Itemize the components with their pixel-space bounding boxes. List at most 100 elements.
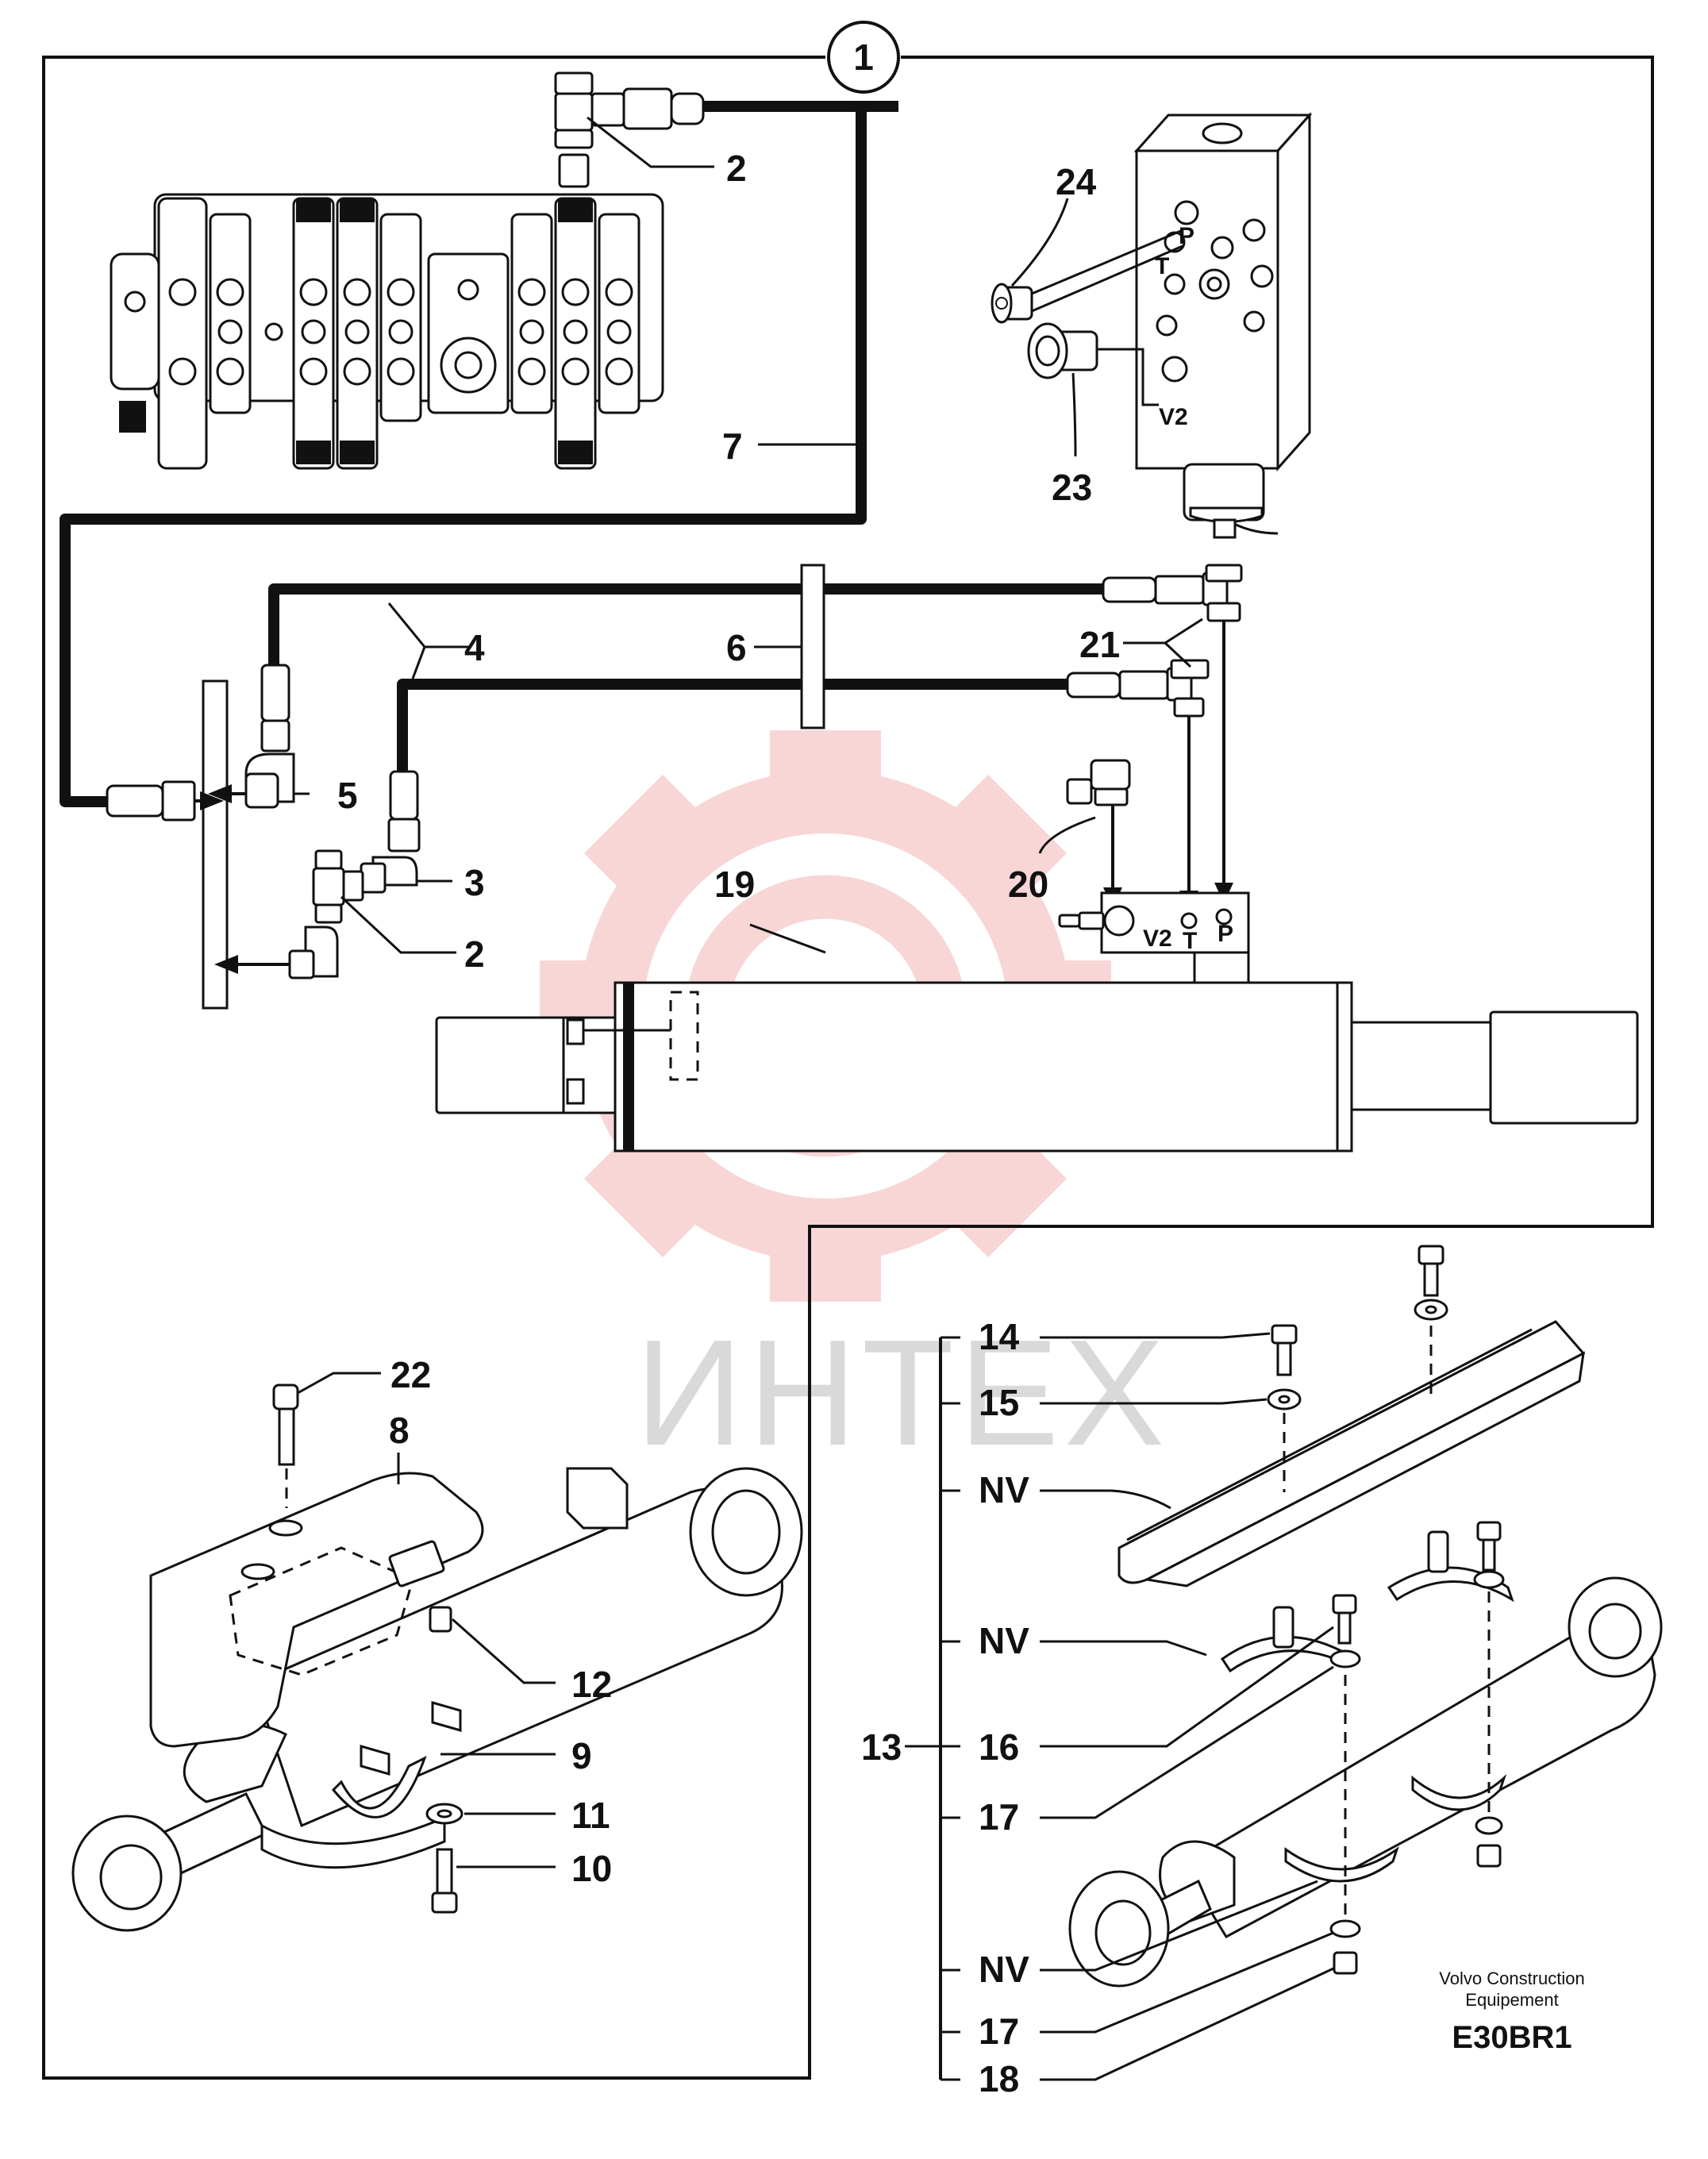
control-valve-bank: [110, 193, 664, 470]
label-3: 3: [464, 862, 485, 903]
label-6: 6: [726, 627, 747, 668]
label-14: 14: [979, 1316, 1020, 1357]
leader-4: [387, 602, 468, 648]
leader-2-top: [587, 116, 714, 168]
manufacturer-line-2: Equipement: [1465, 1990, 1558, 2010]
label-18: 18: [979, 2058, 1019, 2099]
label-nv-3: NV: [979, 1949, 1029, 1990]
label-17-b: 17: [979, 2011, 1019, 2052]
washer-17-a: [1329, 1649, 1361, 1668]
leader-23: [1071, 372, 1077, 457]
frame-member: [202, 679, 229, 1010]
label-22: 22: [390, 1354, 431, 1395]
leader-21: [1123, 618, 1203, 668]
callout-circle: [827, 21, 900, 94]
bolt-16: [1332, 1594, 1357, 1645]
callout-number: 1: [853, 37, 874, 78]
label-7: 7: [722, 425, 743, 467]
leader-15: [1040, 1398, 1268, 1405]
leader-18: [1040, 1967, 1334, 2081]
label-bracket-ticks: [905, 1336, 960, 2081]
label-20: 20: [1008, 864, 1048, 905]
label-12: 12: [571, 1664, 612, 1705]
label-10: 10: [571, 1848, 612, 1889]
watermark-text: ИНТЕХ: [635, 1309, 1169, 1477]
cylinder-assembly-left: [71, 1467, 803, 1932]
leader-24: [1010, 198, 1069, 287]
leader-17-b: [1040, 1931, 1334, 2034]
label-13: 13: [861, 1726, 902, 1768]
bolt-10: [431, 1848, 458, 1914]
bolt-22: [272, 1384, 299, 1508]
diagram-frame: [42, 56, 1654, 2080]
label-2-top: 2: [726, 148, 747, 189]
plug-23: [1027, 322, 1098, 379]
label-19: 19: [714, 864, 755, 905]
label-nv-2: NV: [979, 1620, 1029, 1661]
tee-fitting-top: [554, 71, 705, 188]
load-holding-valve: [1133, 112, 1313, 539]
plug-24: [991, 283, 1033, 324]
label-2-bottom: 2: [464, 933, 485, 975]
hose-fittings-21: [1066, 564, 1243, 718]
hose-4-upper: [268, 583, 1103, 665]
label-4: 4: [464, 627, 485, 668]
label-5: 5: [337, 775, 358, 816]
port-T-valve: T: [1155, 253, 1169, 279]
cylinder-assembly-right: [1068, 1320, 1663, 1988]
port-P-valve: P: [1179, 223, 1194, 249]
leader-19: [749, 923, 826, 954]
label-nv-1: NV: [979, 1469, 1029, 1511]
label-21: 21: [1079, 624, 1120, 665]
manufacturer-line-1: Volvo Construction: [1439, 1968, 1584, 1988]
bolt-14: [1271, 1324, 1298, 1376]
plug-23-axis: [1097, 348, 1159, 406]
label-24: 24: [1056, 161, 1097, 202]
bolt-right-side: [1473, 1521, 1505, 1589]
label-17-a: 17: [979, 1796, 1019, 1838]
label-9: 9: [571, 1735, 592, 1776]
nut-12: [429, 1606, 452, 1633]
tee-fitting-bottom: [312, 849, 364, 924]
elbow-fitting-bottom: [288, 926, 339, 979]
plug-24-axis: [1031, 229, 1183, 313]
hydraulic-cylinder-19: [435, 981, 1639, 1153]
hose-clamp-6: [800, 564, 825, 729]
cylinder-valve-block: [1058, 891, 1250, 954]
fitting-20: [1066, 759, 1131, 806]
nut-18: [1333, 1951, 1358, 1975]
port-T-block: T: [1183, 928, 1197, 954]
washer-15: [1267, 1388, 1302, 1410]
leader-nv-1: [1040, 1489, 1171, 1510]
leader-17-a: [1040, 1665, 1334, 1819]
label-8: 8: [389, 1410, 410, 1451]
hose-7-route: [60, 101, 898, 807]
elbow-fitting-5: [244, 664, 295, 809]
washer-17-b: [1329, 1919, 1361, 1938]
leader-20: [1038, 816, 1096, 854]
elbow-fitting-3: [360, 770, 421, 894]
leader-nv-3: [1040, 1880, 1318, 1972]
leader-12: [452, 1618, 556, 1684]
port-V2-block: V2: [1143, 926, 1172, 952]
port-P-block: P: [1218, 921, 1233, 947]
leader-16: [1040, 1626, 1334, 1748]
label-16: 16: [979, 1726, 1019, 1768]
figure-code: E30BR1: [1452, 2020, 1571, 2055]
leader-nv-2: [1040, 1640, 1207, 1657]
leader-4b: [411, 646, 426, 679]
bolt-top-right: [1414, 1245, 1448, 1321]
leader-14: [1040, 1332, 1271, 1339]
label-15: 15: [979, 1382, 1019, 1423]
label-23: 23: [1052, 467, 1092, 508]
hose-end-left: [106, 780, 196, 822]
nut-right-side: [1475, 1816, 1503, 1868]
label-11: 11: [571, 1795, 610, 1836]
leader-2-bottom: [340, 895, 456, 954]
leader-22: [297, 1372, 381, 1395]
port-V2-valve: V2: [1159, 404, 1188, 430]
hose-4-lower: [397, 679, 1068, 772]
washer-11: [425, 1803, 464, 1825]
block-stem: [1193, 952, 1250, 983]
